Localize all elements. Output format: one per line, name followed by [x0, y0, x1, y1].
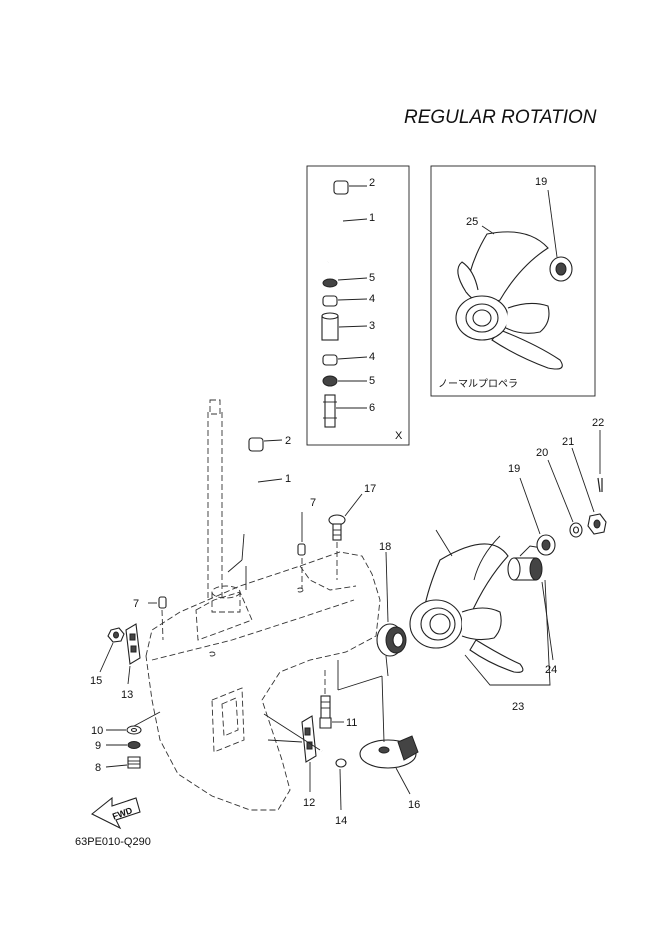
callout-22: 22 — [592, 417, 604, 429]
bolt-17 — [328, 514, 346, 541]
inset-seal-part — [322, 278, 338, 288]
inset-propeller-box: ノーマルプロペラ 19 25 — [430, 165, 596, 397]
inset-prop-callout: 25 — [466, 216, 478, 228]
callout-1: 1 — [285, 473, 291, 485]
inset-x-callout: 5 — [369, 375, 375, 387]
lower-unit-housing — [145, 399, 381, 811]
bolt-8 — [127, 756, 141, 769]
callout-9: 9 — [95, 740, 101, 752]
callout-17: 17 — [364, 483, 376, 495]
inset-prop-caption: ノーマルプロペラ — [438, 378, 518, 390]
bracket-13 — [125, 623, 141, 665]
nut-15 — [107, 627, 125, 643]
callout-19: 19 — [508, 463, 520, 475]
callout-16: 16 — [408, 799, 420, 811]
dowel-pin-upper — [297, 543, 306, 556]
inset-x-callout: 1 — [369, 212, 375, 224]
callout-11: 11 — [346, 717, 357, 729]
diagram-title: REGULAR ROTATION — [404, 107, 597, 128]
forward-arrow-icon: FWD — [90, 796, 141, 830]
inset-x-callout: 3 — [369, 320, 375, 332]
anode-16 — [359, 735, 419, 769]
inset-x-callout: 4 — [369, 293, 375, 305]
inset-x-callout: 4 — [369, 351, 375, 363]
inset-x-label: X — [395, 430, 403, 442]
inset-grommet-part — [322, 354, 338, 366]
prop-nut-21 — [587, 513, 607, 535]
dowel-pin-lower — [158, 596, 167, 609]
callout-7-upper: 7 — [310, 497, 316, 509]
callout-8: 8 — [95, 762, 101, 774]
callout-14: 14 — [335, 815, 347, 827]
inset-seal-part — [322, 375, 338, 387]
thrust-washer-18 — [376, 623, 407, 657]
callout-12: 12 — [303, 797, 315, 809]
callout-23: 23 — [512, 701, 524, 713]
callout-15: 15 — [90, 675, 102, 687]
inset-x-box: X 2 1 5 4 3 4 5 6 — [306, 165, 410, 446]
inset-x-callout: 2 — [369, 177, 375, 189]
inset-pipe-part — [324, 394, 336, 428]
drawing-code: 63PE010-Q290 — [75, 836, 151, 848]
screw-14 — [321, 749, 347, 768]
bolt-11 — [319, 695, 332, 729]
spline-bushing-24 — [507, 545, 543, 581]
washer-9 — [127, 741, 141, 749]
callout-18: 18 — [379, 541, 391, 553]
callout-2: 2 — [285, 435, 291, 447]
callout-10: 10 — [91, 725, 103, 737]
callout-13: 13 — [121, 689, 133, 701]
main-cap-part — [248, 437, 264, 452]
callout-21: 21 — [562, 436, 574, 448]
callout-20: 20 — [536, 447, 548, 459]
inset-cap-part — [333, 180, 349, 195]
inset-prop-callout: 19 — [535, 176, 547, 188]
callout-24: 24 — [545, 664, 557, 676]
spline-washer-19 — [536, 534, 556, 556]
inset-x-callout: 6 — [369, 402, 375, 414]
inset-sleeve-part — [321, 315, 339, 341]
inset-x-callout: 5 — [369, 272, 375, 284]
callout-7-lower: 7 — [133, 598, 139, 610]
inset-propeller-blade — [465, 231, 549, 305]
main-propeller — [409, 529, 524, 673]
cotter-pin-22 — [597, 477, 603, 493]
inset-grommet-part — [322, 295, 338, 307]
bracket-12 — [301, 715, 317, 763]
